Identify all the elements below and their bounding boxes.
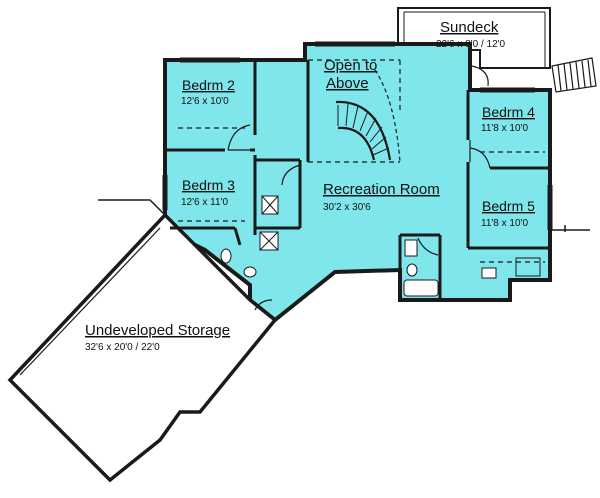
bedrm2-label: Bedrm 2 12'6 x 10'0 [181, 77, 235, 107]
bedrm5-dims: 11'8 x 10'0 [481, 218, 528, 229]
recreation-name: Recreation Room [323, 181, 440, 198]
sundeck-name: Sundeck [440, 19, 499, 36]
open-to-above-label: Open to Above [324, 57, 377, 92]
storage-label: Undeveloped Storage 32'6 x 20'0 / 22'0 [85, 322, 230, 353]
bedrm5-label: Bedrm 5 11'8 x 10'0 [481, 198, 535, 229]
fixtures [220, 195, 541, 297]
recreation-dims: 30'2 x 30'6 [323, 202, 371, 213]
bedrm3-label: Bedrm 3 12'6 x 11'0 [181, 177, 235, 208]
bedrm5-name: Bedrm 5 [482, 198, 535, 214]
bedrm3-name: Bedrm 3 [182, 177, 235, 193]
bedrm3-dims: 12'6 x 11'0 [181, 197, 228, 208]
storage-name: Undeveloped Storage [85, 322, 230, 339]
storage-dims: 32'6 x 20'0 / 22'0 [85, 342, 160, 353]
open-to-above-boundary [178, 59, 545, 263]
open-to-above-line2: Above [326, 75, 369, 92]
bedrm4-label: Bedrm 4 11'8 x 10'0 [481, 104, 535, 134]
interior-walls [165, 44, 550, 300]
finished-floor [163, 42, 552, 323]
open-to-above-line1: Open to [324, 57, 377, 74]
windows [162, 41, 553, 230]
storage-area [7, 212, 278, 483]
exterior-stairs [551, 57, 597, 93]
bedrm2-name: Bedrm 2 [182, 77, 235, 93]
sundeck-label: Sundeck 22'6 x 8'0 / 12'0 [436, 19, 506, 50]
bedrm4-name: Bedrm 4 [482, 104, 535, 120]
spiral-staircase [335, 69, 401, 163]
bedrm2-dims: 12'6 x 10'0 [181, 96, 229, 107]
recreation-room-label: Recreation Room 30'2 x 30'6 [323, 181, 440, 213]
sundeck-dims: 22'6 x 8'0 / 12'0 [436, 39, 506, 50]
bedrm4-dims: 11'8 x 10'0 [481, 123, 528, 134]
doors [227, 65, 491, 311]
